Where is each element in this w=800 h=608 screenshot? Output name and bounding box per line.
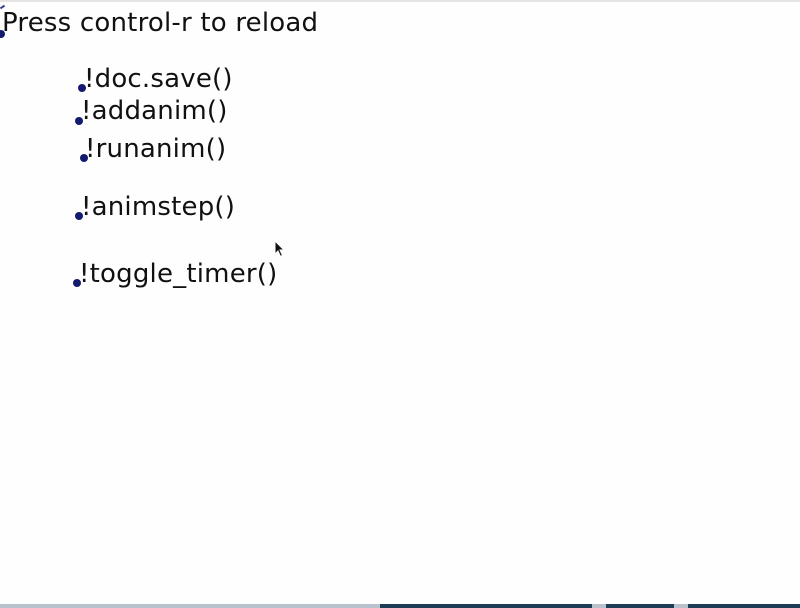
node-dot-icon[interactable]	[0, 30, 5, 38]
command-label[interactable]: !doc.save()	[84, 64, 233, 94]
taskbar-segment	[674, 604, 688, 608]
node-dot-icon[interactable]	[80, 154, 88, 162]
command-label[interactable]: !toggle_timer()	[79, 259, 278, 289]
command-label[interactable]: !animstep()	[81, 192, 236, 222]
node-dot-icon[interactable]	[75, 117, 83, 125]
node-dot-icon[interactable]	[78, 84, 86, 92]
command-label[interactable]: !addanim()	[81, 96, 228, 126]
reload-hint-label: Press control-r to reload	[2, 8, 319, 38]
bottom-taskbar-strip	[0, 604, 800, 608]
arrow-cursor-icon	[274, 240, 286, 258]
node-dot-icon[interactable]	[75, 212, 83, 220]
command-label[interactable]: !runanim()	[85, 134, 227, 164]
taskbar-segment	[0, 604, 380, 608]
node-dot-icon[interactable]	[73, 279, 81, 287]
top-border	[0, 0, 800, 2]
taskbar-segment	[592, 604, 606, 608]
